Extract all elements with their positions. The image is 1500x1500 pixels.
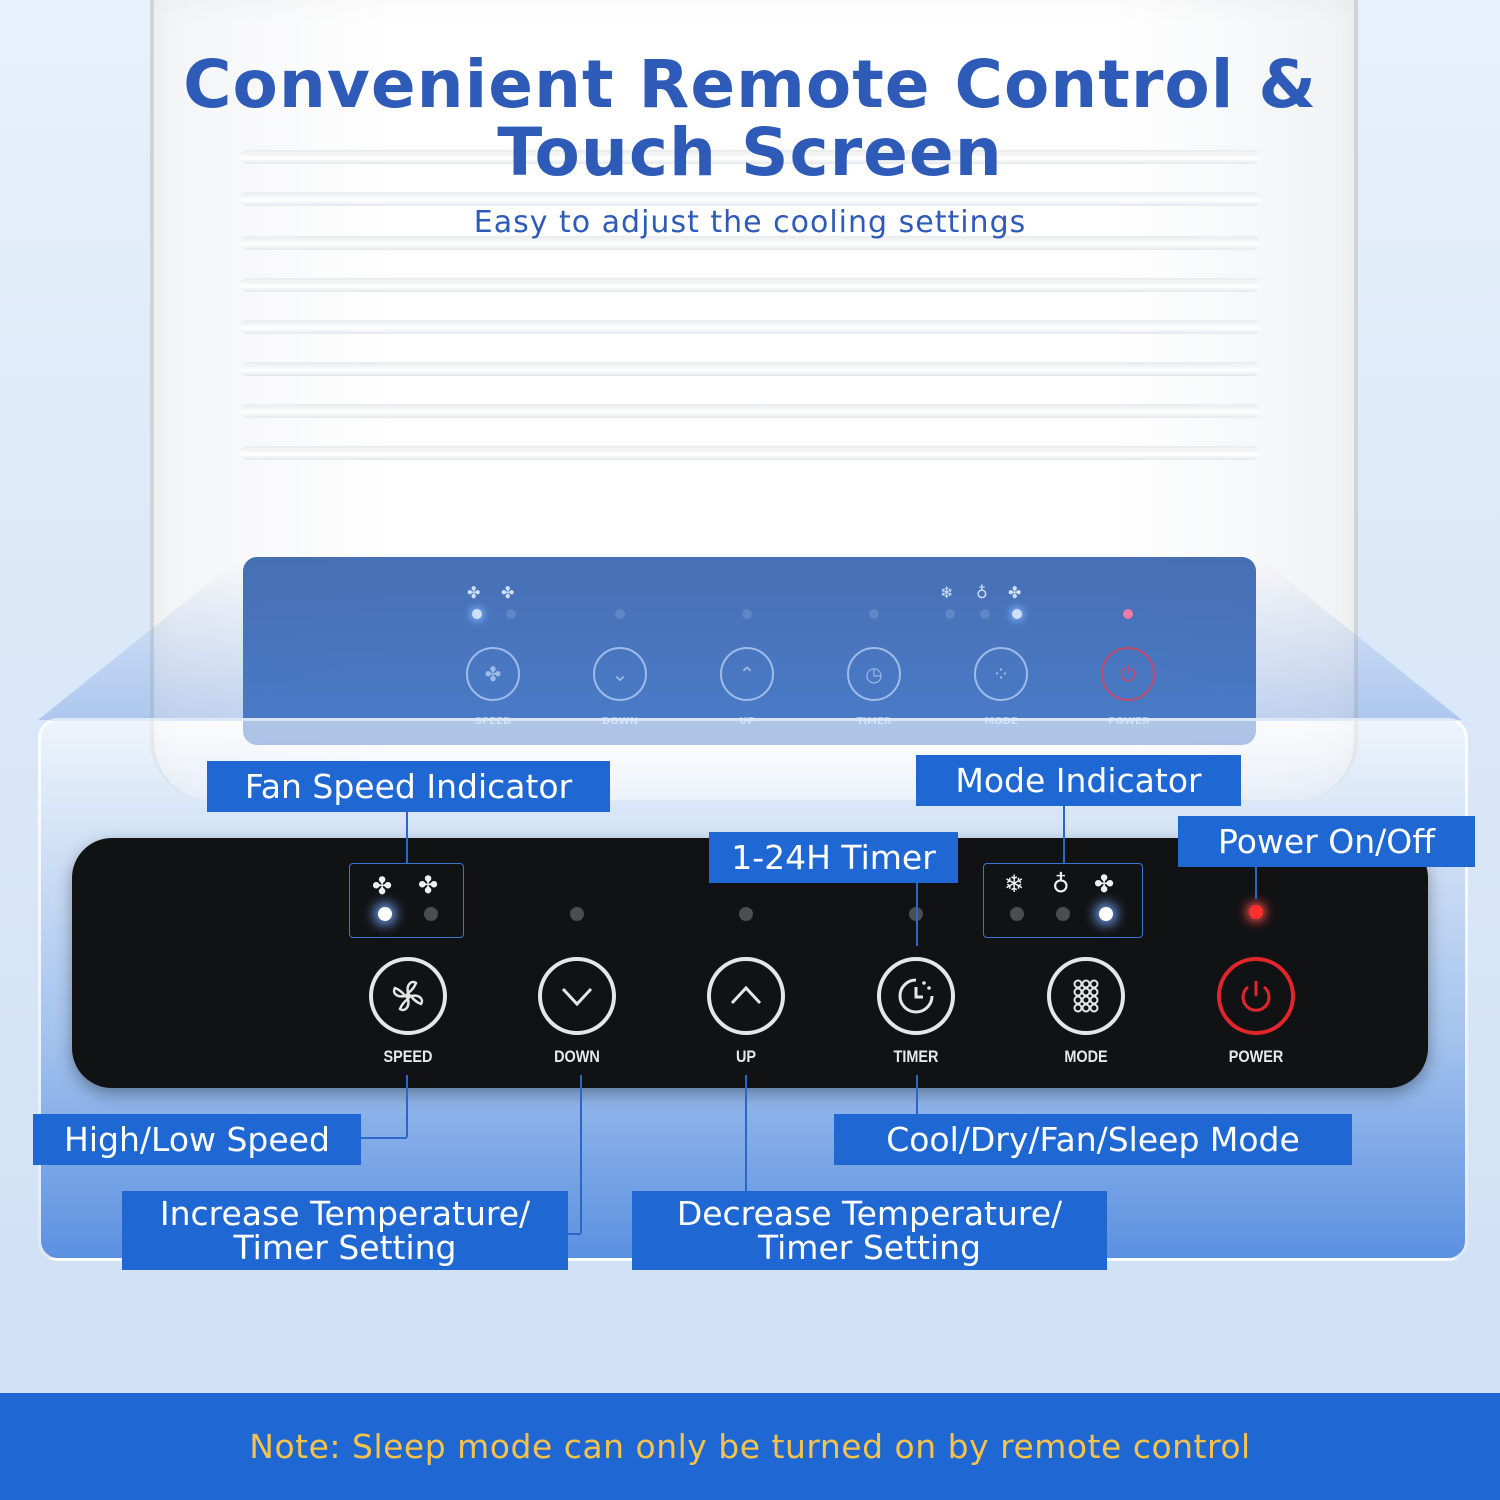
connector-line (916, 1075, 918, 1115)
mode-indicator-frame (983, 863, 1143, 938)
mini-mode-button: ⁘ (974, 647, 1028, 701)
note-text: Note: Sleep mode can only be turned on b… (249, 1427, 1251, 1466)
fan-speed-indicator-frame (349, 863, 464, 938)
timer-icon (898, 978, 934, 1014)
mini-speed-button: ✤ (466, 647, 520, 701)
power-icon (1241, 981, 1271, 1012)
grille-slat (240, 236, 1260, 250)
connector-line (567, 1233, 581, 1235)
mode-list-callout: Cool/Dry/Fan/Sleep Mode (834, 1114, 1352, 1165)
grille-slat (240, 446, 1260, 460)
indicator-dot (1012, 609, 1022, 619)
droplet-icon: ♁ (976, 583, 988, 602)
grille-slat (240, 278, 1260, 292)
increase-temperature-line1: Increase Temperature/ (159, 1193, 531, 1233)
fan-low-icon: ✤ (418, 871, 439, 899)
page-subtitle: Easy to adjust the cooling settings (473, 205, 1027, 240)
fan-icon: ✤ (1008, 583, 1022, 602)
unit-control-panel: ✤ ✤ ❄ ♁ ✤ ✤ ⌄ ⌃ ◷ ⁘ ⏻ SPEED DOWN UP TIME… (243, 557, 1256, 745)
page-title-line1: Convenient Remote Control & (183, 46, 1317, 123)
power-indicator-light (1249, 905, 1263, 919)
connector-line (580, 1075, 582, 1233)
power-button-label: POWER (1228, 1047, 1284, 1066)
grille-slat (240, 404, 1260, 418)
mode-indicator-callout: Mode Indicator (916, 755, 1241, 806)
mini-power-button: ⏻ (1101, 647, 1155, 701)
fan-high-icon: ✤ (372, 872, 393, 900)
chevron-up-icon (730, 985, 762, 1005)
high-low-speed-callout: High/Low Speed (33, 1114, 361, 1165)
timer-button[interactable] (877, 957, 955, 1035)
indicator-dot (506, 609, 516, 619)
fan-mode-indicator-light (1099, 907, 1113, 921)
snowflake-icon: ❄ (1004, 870, 1025, 898)
grille-slat (240, 320, 1260, 334)
fan-icon (392, 980, 424, 1012)
decrease-temperature-callout: Decrease Temperature/ Timer Setting (632, 1191, 1107, 1270)
fan-high-icon: ✤ (467, 583, 481, 602)
note-banner: Note: Sleep mode can only be turned on b… (0, 1393, 1500, 1500)
fan-icon: ✤ (1094, 870, 1115, 898)
connector-line (1063, 805, 1065, 863)
decrease-temperature-line1: Decrease Temperature/ (676, 1193, 1063, 1233)
fan-high-indicator-light (378, 907, 392, 921)
up-button[interactable] (707, 957, 785, 1035)
indicator-dot (1123, 609, 1133, 619)
increase-temperature-line2: Timer Setting (233, 1227, 457, 1267)
cool-mode-indicator-light (1010, 907, 1024, 921)
down-button[interactable] (538, 957, 616, 1035)
grille-slat (240, 150, 1260, 164)
indicator-dot (980, 609, 990, 619)
connector-line (916, 882, 918, 946)
indicator-dot (615, 609, 625, 619)
speed-button-label: SPEED (383, 1047, 433, 1066)
connector-line (1255, 867, 1257, 899)
mode-button[interactable] (1047, 957, 1125, 1035)
grille-slat (240, 362, 1260, 376)
mini-timer-button: ◷ (847, 647, 901, 701)
speed-button[interactable] (369, 957, 447, 1035)
fan-speed-indicator-callout: Fan Speed Indicator (207, 761, 610, 812)
fan-low-icon: ✤ (501, 583, 515, 602)
indicator-dot (869, 609, 879, 619)
dry-mode-indicator-light (1056, 907, 1070, 921)
indicator-dot (742, 609, 752, 619)
chevron-down-icon (561, 987, 593, 1007)
up-indicator-light (739, 907, 753, 921)
mini-up-button: ⌃ (720, 647, 774, 701)
grille-slat (240, 192, 1260, 206)
mode-grid-icon (1073, 979, 1099, 1013)
droplet-icon: ♁ (1052, 870, 1070, 898)
down-indicator-light (570, 907, 584, 921)
timer-button-label: TIMER (893, 1047, 939, 1066)
power-callout: Power On/Off (1178, 816, 1475, 867)
increase-temperature-callout: Increase Temperature/ Timer Setting (122, 1191, 568, 1270)
indicator-dot (945, 609, 955, 619)
fan-low-indicator-light (424, 907, 438, 921)
snowflake-icon: ❄ (940, 583, 954, 602)
connector-line (406, 1075, 408, 1137)
timer-callout: 1-24H Timer (709, 832, 958, 883)
connector-line (745, 1075, 747, 1193)
page-title-line2: Touch Screen (497, 114, 1003, 191)
connector-line (406, 811, 408, 863)
decrease-temperature-line2: Timer Setting (758, 1227, 981, 1267)
mini-down-button: ⌄ (593, 647, 647, 701)
up-button-label: UP (735, 1047, 757, 1066)
power-button[interactable] (1217, 957, 1295, 1035)
indicator-dot (472, 609, 482, 619)
mode-button-label: MODE (1064, 1047, 1108, 1066)
down-button-label: DOWN (554, 1047, 600, 1066)
connector-line (360, 1137, 407, 1139)
